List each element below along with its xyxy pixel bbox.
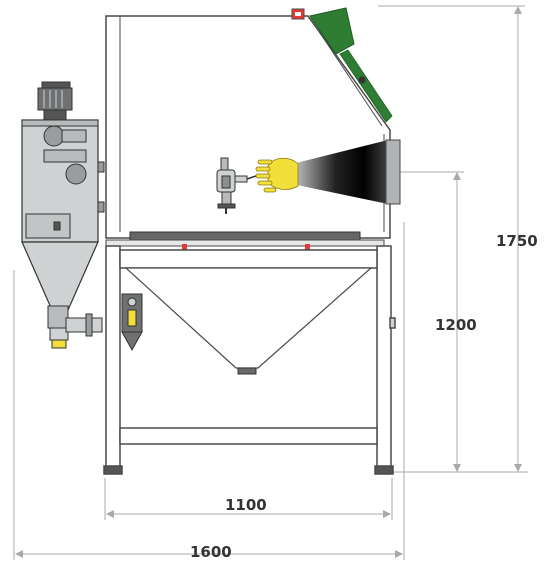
arrow-1750-bottom bbox=[514, 464, 522, 472]
hopper-icon bbox=[124, 267, 373, 375]
arrow-1100-right bbox=[383, 510, 391, 518]
cyclone-separator-icon bbox=[21, 81, 105, 349]
arrow-1750-top bbox=[514, 6, 522, 14]
arrow-1200-top bbox=[453, 172, 461, 180]
grate-clip-right bbox=[305, 244, 310, 250]
grate-clip-left bbox=[182, 244, 187, 250]
glove-port bbox=[255, 139, 401, 205]
foot-left bbox=[103, 465, 123, 475]
blast-gun-icon bbox=[216, 157, 257, 214]
door-green-strip bbox=[339, 49, 393, 123]
glove-icon bbox=[255, 157, 299, 193]
arrow-1600-left bbox=[15, 550, 23, 558]
glove-sleeve bbox=[292, 140, 388, 204]
dust-bin-icon bbox=[121, 293, 143, 352]
leg-left bbox=[105, 245, 121, 469]
arrow-1200-bottom bbox=[453, 464, 461, 472]
motor-icon bbox=[37, 81, 73, 121]
side-latch bbox=[389, 317, 396, 329]
grate-ledge bbox=[105, 239, 385, 247]
dimension-arrows bbox=[15, 6, 522, 558]
dimension-lines bbox=[13, 5, 528, 560]
light-housing bbox=[309, 7, 355, 55]
grate-plate bbox=[129, 231, 361, 241]
arrow-1600-right bbox=[395, 550, 403, 558]
frame-bottom-rail bbox=[119, 427, 378, 445]
dim-label-1750: 1750 bbox=[496, 232, 538, 250]
dim-label-1100: 1100 bbox=[225, 496, 267, 514]
foot-right bbox=[374, 465, 394, 475]
cabinet-hood bbox=[105, 7, 393, 239]
cabinet-stand bbox=[103, 245, 396, 475]
dim-label-1600: 1600 bbox=[190, 543, 232, 561]
work-grate bbox=[105, 231, 385, 250]
frame-top-rail bbox=[119, 249, 378, 269]
dim-label-1200: 1200 bbox=[435, 316, 477, 334]
cabinet-window-outline bbox=[105, 15, 391, 239]
warning-light-inner bbox=[295, 12, 301, 16]
glove-port-ring bbox=[385, 139, 401, 205]
door-knob bbox=[358, 76, 366, 84]
cabinet-door-edge bbox=[309, 17, 383, 127]
leg-right bbox=[376, 245, 392, 469]
arrow-1100-left bbox=[106, 510, 114, 518]
